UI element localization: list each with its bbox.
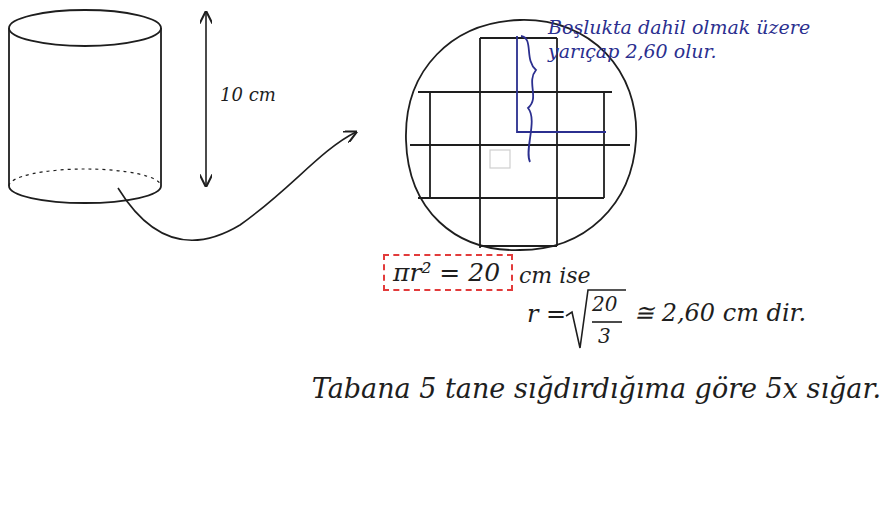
dimension-label: 10 cm — [220, 84, 276, 107]
square-grid — [410, 38, 630, 248]
conclusion-text: Tabana 5 tane sığdırdığıma göre 5x sığar… — [296, 372, 881, 406]
denominator: 3 — [598, 324, 611, 349]
fraction-bar — [592, 321, 622, 323]
result-text: ≅ 2,60 cm dir. — [634, 298, 806, 328]
numerator: 20 — [592, 292, 617, 317]
unit-note: cm ise — [519, 262, 591, 290]
height-arrow — [205, 12, 207, 186]
cylinder — [9, 10, 161, 203]
radius-note: Boşlukta dahil olmak üzere yarıçap 2,60 … — [548, 16, 878, 64]
formula-text: r = — [527, 299, 566, 329]
square-root-sign — [566, 290, 626, 348]
highlight-box: πr² = 20 — [383, 254, 513, 291]
pointer-arrow — [118, 132, 356, 240]
formula-text: πr² = 20 — [393, 258, 503, 287]
